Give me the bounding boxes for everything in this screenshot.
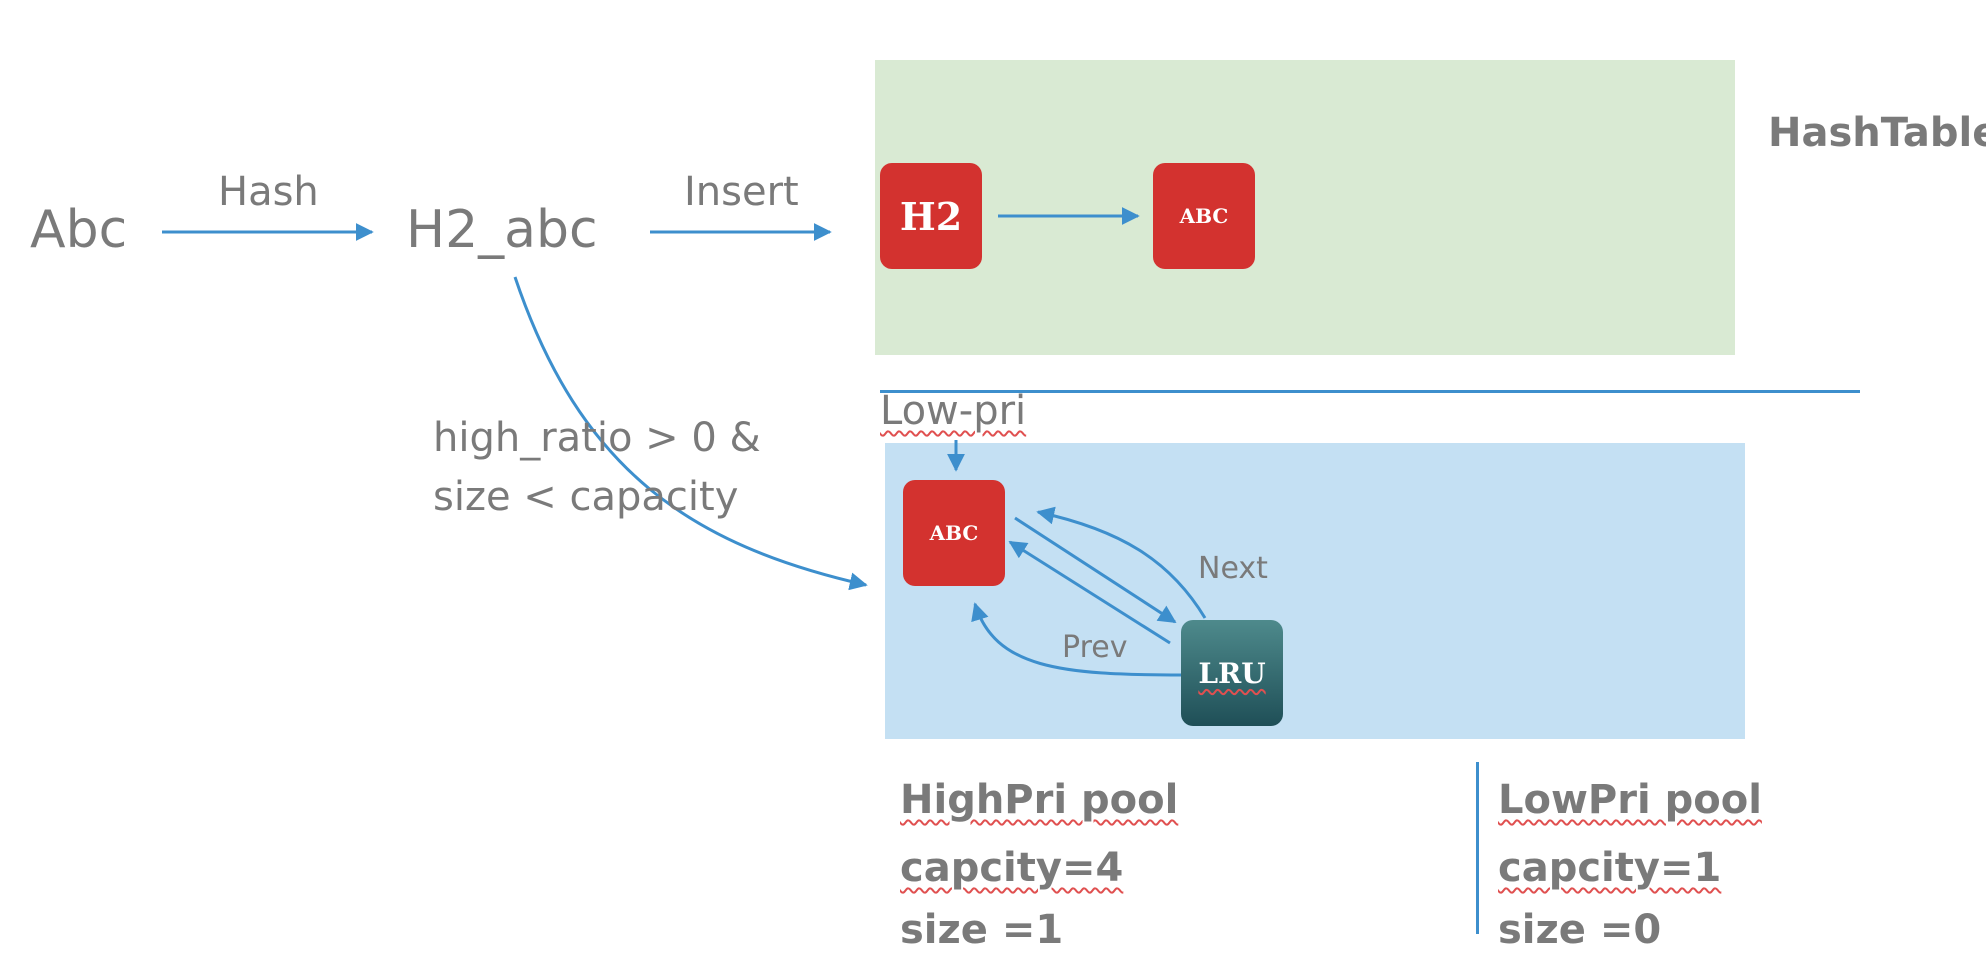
- lru-head-label: LRU: [1198, 656, 1266, 690]
- section-divider: [880, 390, 1860, 393]
- hash-step-label: Hash: [218, 169, 319, 215]
- lowpri-pool-name: LowPri pool: [1498, 777, 1762, 823]
- lru-panel: [885, 443, 1745, 739]
- hash-bucket-label: H2: [899, 193, 963, 239]
- lru-head-node: LRU: [1181, 620, 1283, 726]
- hashtable-entry-label: ABC: [1179, 204, 1229, 228]
- hash-bucket-node: H2: [880, 163, 982, 269]
- prev-straight-arrow: [1008, 540, 1171, 645]
- lowpri-pool-capacity: capcity=1: [1498, 845, 1722, 891]
- lru-entry-node: ABC: [903, 480, 1005, 586]
- hashed-key-label: H2_abc: [406, 200, 598, 260]
- hashtable-panel: [875, 60, 1735, 355]
- condition-line-2: size < capacity: [433, 474, 739, 520]
- highpri-pool-capacity: capcity=4: [900, 845, 1124, 891]
- next-straight-arrow: [1014, 516, 1177, 624]
- next-curve: [1036, 506, 1207, 619]
- source-key-label: Abc: [30, 200, 128, 260]
- highpri-pool-name: HighPri pool: [900, 777, 1179, 823]
- low-pri-insert-curve: [513, 276, 868, 591]
- hashtable-title: HashTable: [1768, 110, 1986, 156]
- lru-entry-label: ABC: [929, 521, 979, 545]
- prev-label: Prev: [1062, 630, 1128, 665]
- highpri-pool-size: size =1: [900, 907, 1064, 953]
- next-label: Next: [1198, 551, 1268, 586]
- prev-curve: [971, 602, 1183, 677]
- hashtable-entry-node: ABC: [1153, 163, 1255, 269]
- lowpri-pool-size: size =0: [1498, 907, 1662, 953]
- insert-step-label: Insert: [684, 169, 799, 215]
- condition-line-1: high_ratio > 0 &: [433, 415, 761, 461]
- low-pri-label: Low-pri: [880, 388, 1027, 434]
- pool-divider: [1476, 762, 1479, 934]
